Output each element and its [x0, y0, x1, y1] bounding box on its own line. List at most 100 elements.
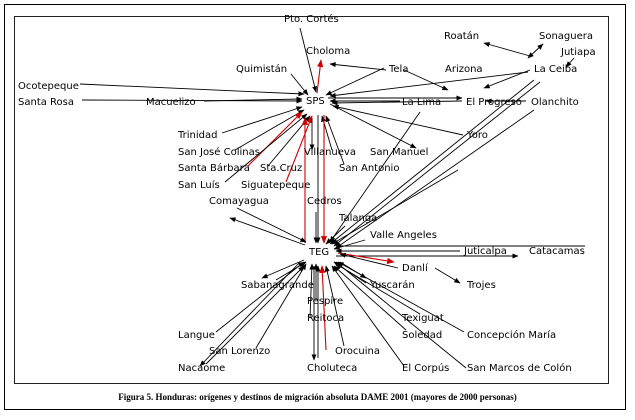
migration-arrow	[333, 239, 366, 250]
place-la-ceiba: La Ceiba	[534, 64, 577, 75]
place-roatan: Roatán	[444, 30, 479, 42]
migration-arrow	[483, 42, 531, 57]
migration-arrow	[325, 115, 345, 165]
migration-arrow	[261, 259, 305, 279]
migration-arrow	[325, 67, 385, 96]
figure-caption: Figura 5. Honduras: orígenes y destinos …	[118, 392, 517, 402]
migration-arrow	[331, 169, 459, 245]
place-choloma: Choloma	[306, 46, 350, 57]
migration-arrow	[329, 79, 535, 245]
place-santa-barbara: Santa Bárbara	[178, 162, 250, 174]
migration-arrow	[329, 62, 387, 71]
migration-arrow-highlight	[247, 111, 303, 167]
hub-teg: TEG	[308, 247, 329, 258]
place-san-lorenzo: San Lorenzo	[209, 346, 270, 357]
place-arizona: Arizona	[445, 64, 483, 75]
figure-frame	[4, 4, 626, 410]
place-la-lima: La Lima	[402, 97, 441, 108]
migration-arrow	[290, 73, 309, 96]
migration-arrow	[527, 43, 544, 59]
place-sonaguera: Sonaguera	[539, 31, 593, 42]
migration-arrow	[565, 57, 575, 68]
migration-arrow	[221, 106, 303, 134]
hub-sps: SPS	[306, 96, 325, 107]
place-concepcion-maria: Concepción María	[467, 329, 556, 341]
place-yuscaran: Yuscarán	[369, 279, 415, 291]
place-quimistan: Quimistán	[236, 63, 287, 75]
migration-arrow	[333, 265, 407, 331]
place-el-corpus: El Corpús	[402, 362, 449, 374]
migration-arrow-highlight	[316, 59, 324, 94]
migration-arrow	[329, 111, 421, 243]
migration-arrow	[324, 265, 345, 347]
place-santa-rosa: Santa Rosa	[18, 97, 74, 108]
migration-arrow	[299, 27, 318, 93]
migration-arrow	[234, 109, 305, 151]
place-yoro: Yoro	[466, 130, 488, 141]
place-texiguat: Texiguat	[401, 313, 444, 324]
migration-arrow	[255, 263, 307, 349]
place-san-manuel: San Manuel	[370, 147, 428, 158]
place-el-progreso: El Progreso	[466, 97, 522, 108]
migration-arrow	[339, 252, 399, 269]
place-orocuina: Orocuina	[335, 346, 380, 357]
migration-arrow	[333, 81, 541, 247]
place-choluteca: Choluteca	[307, 363, 357, 374]
migration-arrow	[329, 103, 417, 149]
place-villanueva: Villanueva	[304, 147, 356, 158]
migration-arrow	[205, 265, 305, 365]
place-catacamas: Catacamas	[529, 246, 585, 257]
place-olanchito: Olanchito	[531, 97, 579, 108]
place-san-luis: San Luís	[178, 179, 220, 191]
migration-arrow	[483, 69, 531, 89]
migration-arrow	[434, 267, 461, 284]
place-talanga: Talanga	[338, 213, 377, 224]
place-sabanagrande: Sabanagrande	[241, 280, 314, 291]
migration-arrow-highlight	[337, 252, 395, 264]
place-reitoca: Reitoca	[307, 313, 344, 324]
migration-arrow	[215, 261, 305, 333]
place-juticalpa: Juticalpa	[463, 246, 507, 257]
place-trinidad: Trinidad	[177, 130, 217, 141]
migration-arrow	[337, 261, 465, 333]
migration-arrow	[79, 83, 305, 97]
place-labels: SPS TEG Pto. Cortés Roatán Sonaguera Jut…	[18, 13, 596, 374]
place-san-antonio: San Antonio	[339, 163, 399, 174]
migration-arrow	[229, 217, 306, 246]
migration-arrow	[332, 104, 464, 136]
place-cedros: Cedros	[307, 196, 342, 207]
migration-arrow-highlight	[319, 265, 327, 351]
place-jutiapa: Jutiapa	[560, 47, 596, 58]
place-san-marcos-colon: San Marcos de Colón	[467, 362, 572, 374]
migration-arrow	[331, 100, 463, 106]
place-danli: Danlí	[402, 262, 429, 274]
migration-arrow	[309, 263, 315, 319]
migration-arrow	[325, 225, 346, 245]
migration-arrow	[224, 113, 308, 183]
place-ocotepeque: Ocotepeque	[18, 81, 79, 92]
migration-arrows	[79, 27, 585, 369]
migration-arrow	[335, 261, 467, 369]
migration-arrow	[331, 265, 405, 367]
place-pto-cortes: Pto. Cortés	[284, 13, 339, 25]
place-valle-angeles: Valle Angeles	[370, 230, 437, 241]
migration-arrow	[335, 263, 421, 315]
migration-arrow	[203, 96, 303, 102]
place-nacaome: Nacaome	[178, 363, 225, 374]
place-san-jose-colinas: San José Colinas	[178, 146, 260, 158]
place-pespire: Pespire	[307, 296, 343, 307]
place-macuelizo: Macuelizo	[146, 97, 196, 108]
place-comayagua: Comayagua	[209, 196, 269, 207]
diagram-border	[14, 16, 609, 384]
place-soledad: Soledad	[402, 330, 442, 341]
place-tela: Tela	[388, 64, 408, 75]
migration-arrow	[403, 69, 449, 91]
migration-arrow	[199, 261, 301, 367]
place-langue: Langue	[178, 330, 215, 341]
place-siguatepeque: Siguatepeque	[241, 180, 310, 191]
migration-arrow	[329, 71, 529, 98]
place-sta-cruz: Sta.Cruz	[260, 163, 302, 174]
migration-arrow	[335, 109, 535, 249]
place-trojes: Trojes	[466, 280, 496, 291]
